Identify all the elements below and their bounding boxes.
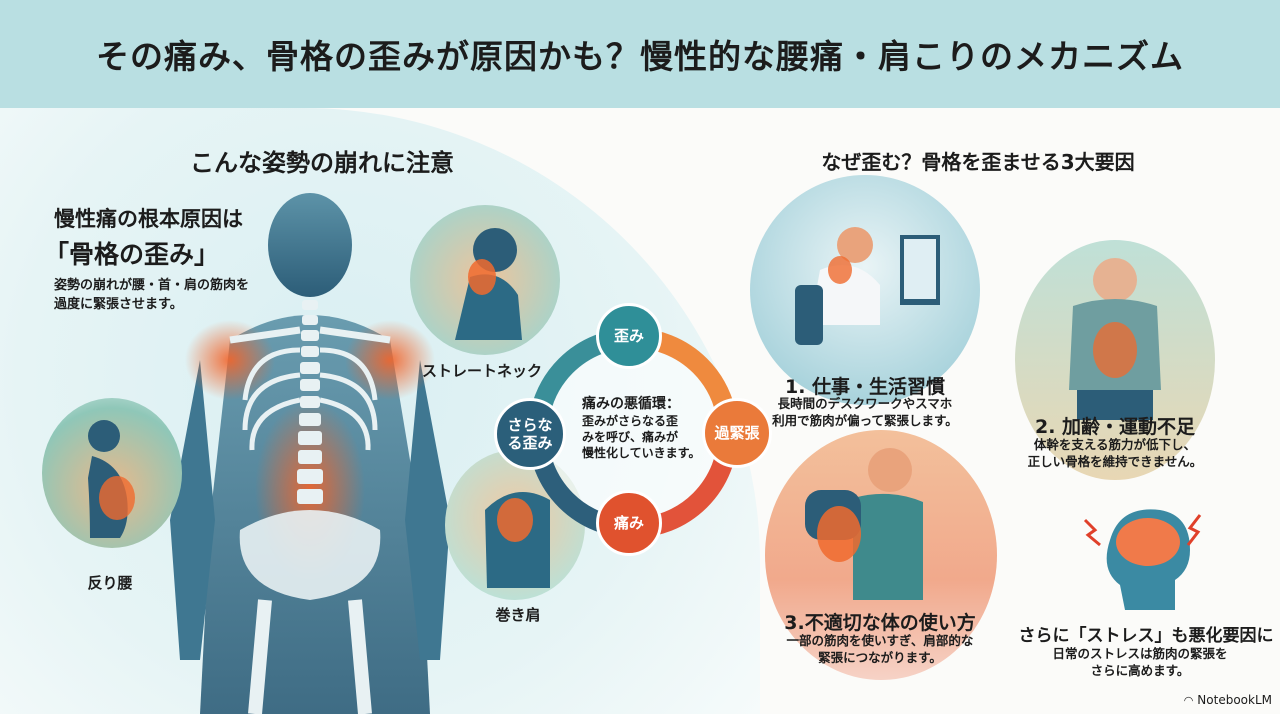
page-title: その痛み、骨格の歪みが原因かも？慢性的な腰痛・肩こりのメカニズム xyxy=(96,37,1184,76)
skeleton-illustration xyxy=(170,193,450,714)
root-cause-desc2: 過度に緊張させます。 xyxy=(54,296,183,312)
cycle-center-text: 痛みの悪循環： 歪みがさらなる歪 みを呼び、痛みが 慢性化していきます。 xyxy=(582,393,700,462)
factor1-desc1: 長時間のデスクワークやスマホ xyxy=(777,396,953,411)
cycle-desc2: みを呼び、痛みが xyxy=(582,430,679,445)
brand-name: NotebookLM xyxy=(1197,693,1272,707)
cycle-desc3: 慢性化していきます。 xyxy=(582,446,701,461)
factor2-desc: 体幹を支える筋力が低下し、 正しい骨格を維持できません。 xyxy=(1028,437,1203,471)
cycle-title: 痛みの悪循環： xyxy=(582,396,680,412)
stress-desc: 日常のストレスは筋肉の緊張を さらに高めます。 xyxy=(1052,646,1227,680)
factor1-title: 1. 仕事・生活習慣 xyxy=(784,376,946,398)
factor2-desc1: 体幹を支える筋力が低下し、 xyxy=(1033,437,1197,452)
posture-label-lordosis: 反り腰 xyxy=(87,574,133,592)
factor1-illustration xyxy=(750,175,980,405)
factor2-desc2: 正しい骨格を維持できません。 xyxy=(1027,453,1203,469)
cycle-node-overtension: 過緊張 xyxy=(702,398,772,468)
root-cause-line2: 「骨格の歪み」 xyxy=(44,240,220,269)
posture-label-straight-neck: ストレートネック xyxy=(421,362,543,380)
cycle-node-distortion: 歪み xyxy=(596,303,662,369)
factor1-desc: 長時間のデスクワークやスマホ 利用で筋肉が偏って緊張します。 xyxy=(772,396,958,430)
cycle-node-pain: 痛み xyxy=(596,490,662,556)
factor3-desc: 一部の筋肉を使いすぎ、肩部的な 緊張につながります。 xyxy=(787,633,974,667)
posture-label-rounded-shoulder: 巻き肩 xyxy=(495,606,541,624)
factor3-title: 3.不適切な体の使い方 xyxy=(784,612,976,634)
header-banner: その痛み、骨格の歪みが原因かも？慢性的な腰痛・肩こりのメカニズム xyxy=(0,0,1280,108)
factor3-desc2: 緊張につながります。 xyxy=(818,649,942,665)
head-shape xyxy=(268,193,352,297)
ribs xyxy=(242,347,378,451)
straight-neck-illustration xyxy=(410,205,560,355)
notebooklm-logo-icon: ◠ xyxy=(1183,693,1194,707)
spine xyxy=(297,300,323,504)
arms-shape xyxy=(170,360,450,660)
stress-desc2: さらに高めます。 xyxy=(1090,662,1190,678)
factor2-illustration xyxy=(1015,240,1215,480)
cycle-node-further-distortion: さらなる歪み xyxy=(494,398,566,470)
factors-heading: なぜ歪む？骨格を歪ませる3大要因 xyxy=(821,150,1135,174)
stress-title: さらに「ストレス」も悪化要因に xyxy=(1018,626,1274,646)
posture-heading: こんな姿勢の崩れに注意 xyxy=(190,149,454,177)
cycle-desc1: 歪みがさらなる歪 xyxy=(582,414,679,428)
root-cause-line1: 慢性痛の根本原因は xyxy=(54,207,243,231)
factor3-desc1: 一部の筋肉を使いすぎ、肩部的な xyxy=(786,633,974,648)
root-cause-desc1: 姿勢の崩れが腰・首・肩の筋肉を xyxy=(54,278,250,293)
pelvis xyxy=(239,510,381,600)
root-cause-block: 慢性痛の根本原因は 「骨格の歪み」 姿勢の崩れが腰・首・肩の筋肉を 過度に緊張さ… xyxy=(44,203,250,315)
stress-desc1: 日常のストレスは筋肉の緊張を xyxy=(1052,646,1228,661)
factor3-illustration xyxy=(765,430,997,680)
factor2-title: 2. 加齢・運動不足 xyxy=(1034,416,1196,438)
brand-watermark: ◠ NotebookLM xyxy=(1184,693,1272,707)
stress-brain-illustration xyxy=(1083,509,1202,610)
lordosis-illustration xyxy=(42,398,182,548)
factor1-desc2: 利用で筋肉が偏って緊張します。 xyxy=(772,412,958,428)
